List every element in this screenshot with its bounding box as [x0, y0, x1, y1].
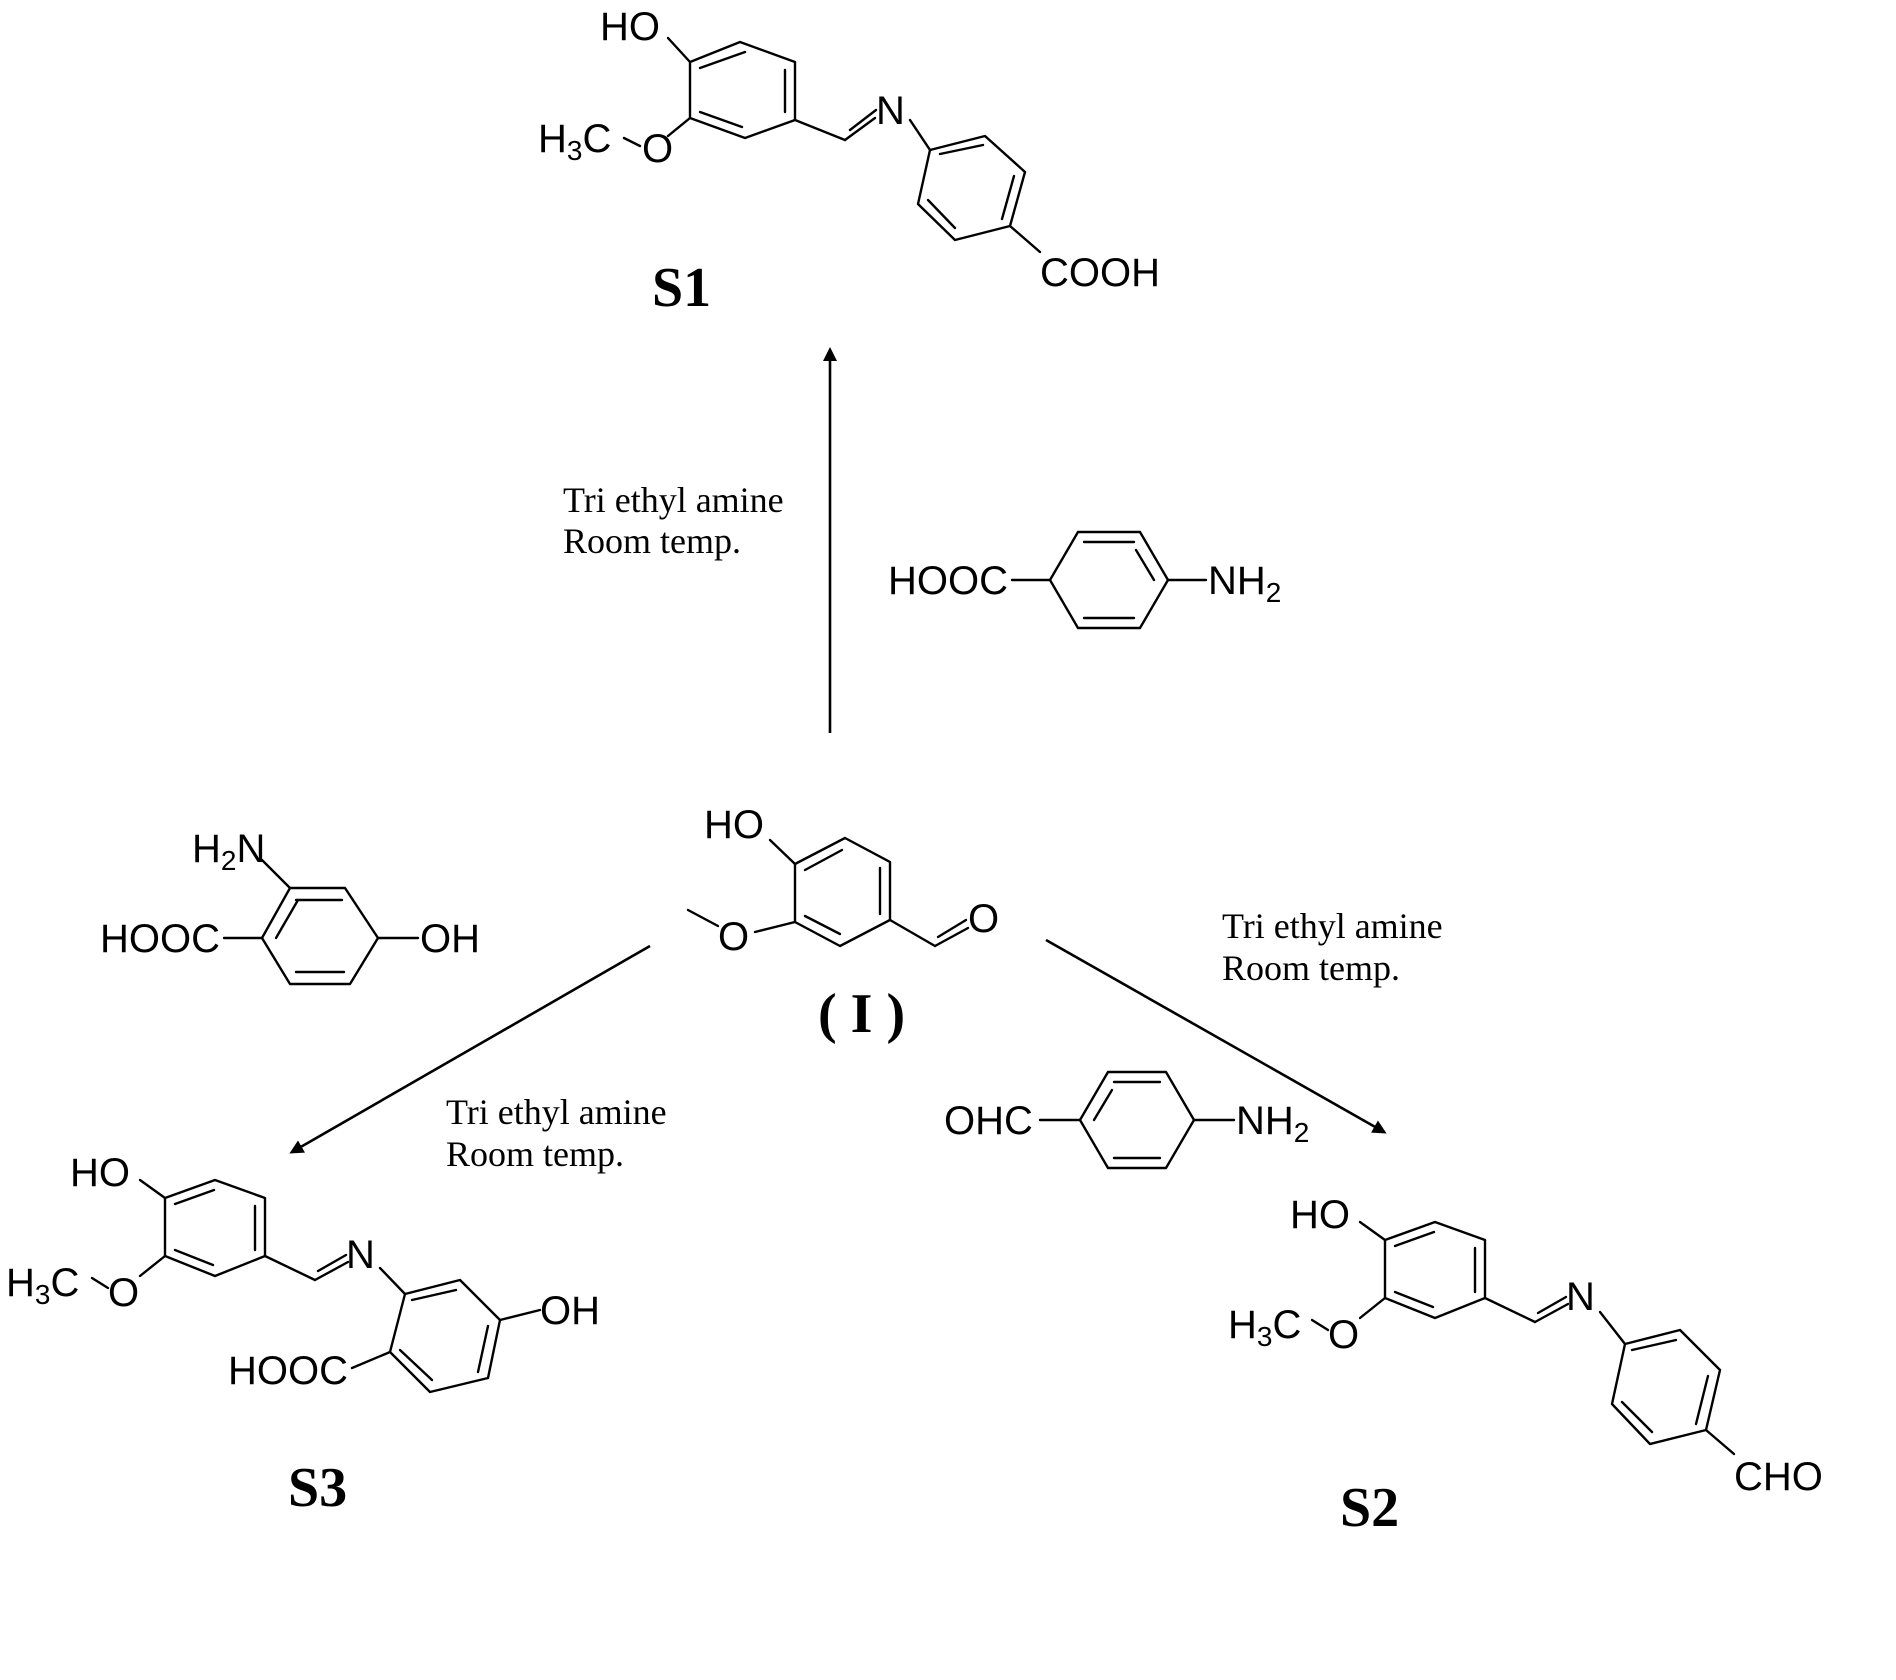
reagent3-nh2-label: H2N [192, 827, 265, 876]
arrow-to-s3 [289, 944, 651, 1154]
s3-compound-label: S3 [288, 1457, 347, 1519]
s1-methyl-label: H3C [538, 117, 611, 166]
reagent2-ring [1078, 1070, 1196, 1170]
s3-cooh-bond [350, 1350, 392, 1370]
s3-oh-label: HO [70, 1151, 130, 1195]
s3-o-bond [138, 1254, 167, 1278]
conditions-up-line2: Room temp. [563, 521, 741, 561]
starting-material-vanillin: HO O O ( I ) [686, 803, 999, 1045]
s1-cooh-bond [1008, 224, 1042, 254]
reagent1-ring [1048, 530, 1170, 630]
s2-imine-bond-a [1533, 1302, 1570, 1324]
product-s1: HO H3C O N COOH S1 [538, 5, 1160, 319]
conditions-up: Tri ethyl amine Room temp. [563, 480, 784, 561]
reagent3-ring [260, 886, 380, 986]
s1-imine-bond-a [843, 116, 877, 142]
s1-imine-bond-b [848, 108, 878, 132]
product-s3: HO H3C O N OH HOOC S3 [6, 1151, 600, 1519]
start-co-bond-b [936, 918, 968, 939]
start-cho-bond [888, 918, 937, 948]
conditions-left-line2: Room temp. [446, 1134, 624, 1174]
arrow-to-s2 [1045, 938, 1387, 1134]
s3-imine-bond-a [313, 1260, 350, 1282]
s2-o-label: O [1328, 1313, 1359, 1357]
conditions-right-line2: Room temp. [1222, 948, 1400, 988]
s1-ring-right [916, 134, 1027, 242]
start-aldehyde-o-label: O [968, 897, 999, 941]
start-co-bond-a [933, 926, 970, 948]
s2-oh-bond [1358, 1220, 1387, 1242]
start-o-label: O [718, 915, 749, 959]
s3-oh2-label: OH [540, 1289, 600, 1333]
s3-methyl-label: H3C [6, 1261, 79, 1310]
s1-o-label: O [642, 127, 673, 171]
s3-ring-right [388, 1278, 502, 1394]
s2-compound-label: S2 [1340, 1477, 1399, 1539]
s3-imine-bond-b [316, 1253, 348, 1273]
s2-ring-left [1383, 1220, 1487, 1320]
s1-ring-left [688, 40, 797, 140]
product-s2: HO H3C O N CHO S2 [1228, 1193, 1823, 1539]
conditions-left-line1: Tri ethyl amine [446, 1092, 667, 1132]
reagent-aminobenzaldehyde: OHC NH2 [944, 1070, 1309, 1170]
s2-cho-bond [1704, 1428, 1736, 1456]
s1-compound-label: S1 [652, 257, 711, 319]
s3-o-label: O [108, 1271, 139, 1315]
conditions-right-line1: Tri ethyl amine [1222, 906, 1443, 946]
reagent3-nh2-bond [260, 858, 292, 890]
s3-ch-bond [263, 1254, 317, 1282]
s2-ch-bond [1483, 1296, 1537, 1324]
s1-oh-label: HO [600, 5, 660, 49]
reagent2-left-label: OHC [944, 1099, 1033, 1143]
s2-ring-right [1610, 1328, 1722, 1446]
s3-ome-bond [90, 1276, 110, 1290]
s1-ch-bond [793, 118, 847, 142]
start-ring [793, 836, 892, 948]
s2-n-label: N [1566, 1275, 1595, 1319]
s3-cooh-label: HOOC [228, 1349, 348, 1393]
s2-cho-label: CHO [1734, 1455, 1823, 1499]
s2-methyl-label: H3C [1228, 1303, 1301, 1352]
reagent2-right-label: NH2 [1236, 1099, 1309, 1148]
start-compound-label: ( I ) [818, 983, 905, 1045]
reagent3-cooh-label: HOOC [100, 917, 220, 961]
reagent3-oh-label: OH [420, 917, 480, 961]
s1-n-aryl-bond [908, 118, 932, 152]
start-oh-bond [768, 838, 797, 866]
reagent1-left-label: HOOC [888, 559, 1008, 603]
s3-n-aryl-bond [378, 1266, 407, 1296]
reagent-aminobenzoic-acid: HOOC NH2 [888, 530, 1281, 630]
s1-n-label: N [876, 89, 905, 133]
conditions-left: Tri ethyl amine Room temp. [446, 1092, 667, 1174]
s3-oh-bond [138, 1178, 167, 1200]
start-oh-label: HO [704, 803, 764, 847]
s2-ome-bond [1310, 1318, 1330, 1332]
s1-o-bond [666, 116, 692, 138]
reagent1-right-label: NH2 [1208, 559, 1281, 608]
s2-o-bond [1358, 1296, 1387, 1320]
s2-oh-label: HO [1290, 1193, 1350, 1237]
s1-ome-bond [622, 136, 642, 148]
start-ome-bond [686, 908, 720, 928]
conditions-up-line1: Tri ethyl amine [563, 480, 784, 520]
s2-n-aryl-bond [1598, 1310, 1627, 1346]
s3-n-label: N [346, 1233, 375, 1277]
reagent-aminohydroxybenzoic-acid: H2N HOOC OH [100, 827, 480, 986]
start-o-bond [753, 920, 797, 934]
s1-cooh-label: COOH [1040, 251, 1160, 295]
s3-ring-left [163, 1178, 267, 1278]
s2-imine-bond-b [1536, 1295, 1568, 1315]
conditions-right: Tri ethyl amine Room temp. [1222, 906, 1443, 988]
s3-oh2-bond [498, 1308, 542, 1322]
s1-oh-bond [666, 36, 692, 64]
